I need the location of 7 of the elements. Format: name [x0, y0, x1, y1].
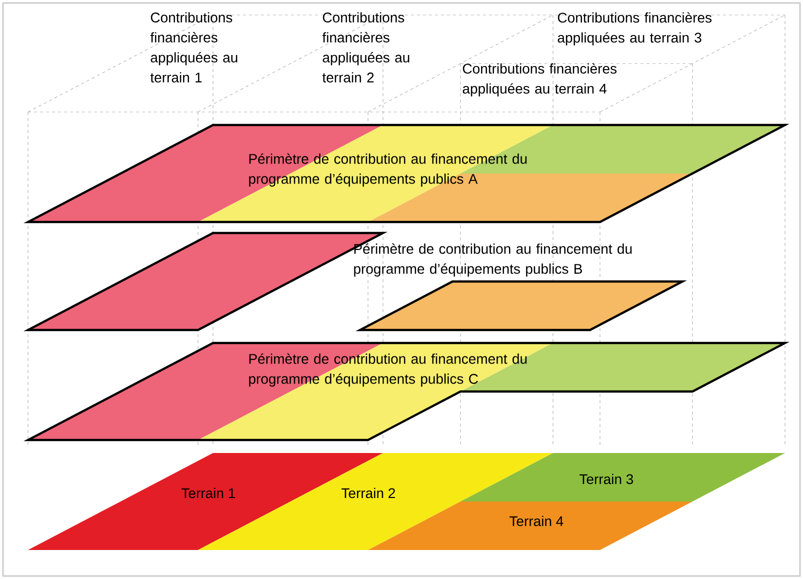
terrain-area: Terrain 3 — [460, 453, 785, 502]
node-label: Périmètre de contribution au financement du programme d’équipements publics B — [354, 243, 632, 277]
contribution-label: Contributions financières appliquées au terrain 1 — [150, 12, 238, 82]
terrain-area: Terrain 4 — [368, 502, 692, 550]
contribution-label: Contributions financières appliquées au terrain 2 — [322, 12, 410, 82]
contribution-label: Contributions financières appliquées au terrain 3 — [558, 12, 712, 46]
contribution-label: Contributions financières appliquées au terrain 4 — [462, 63, 617, 96]
